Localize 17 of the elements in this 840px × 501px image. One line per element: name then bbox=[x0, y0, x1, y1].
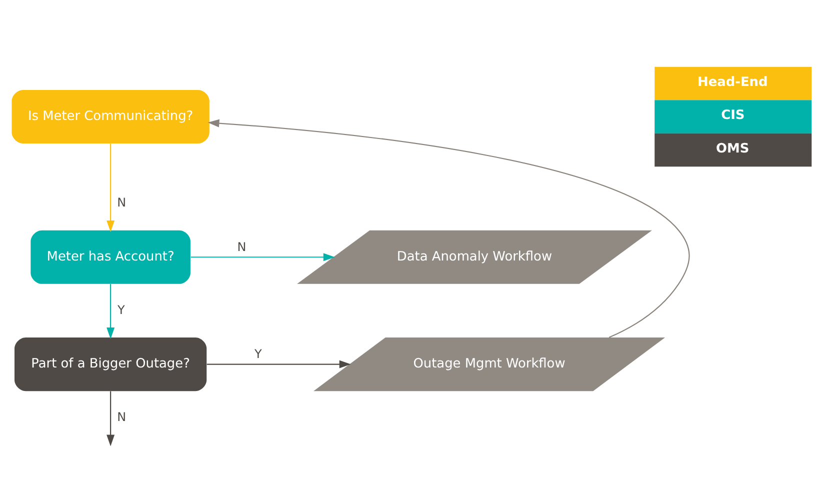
node-box: Part of a Bigger Outage? bbox=[14, 337, 207, 391]
edge-label: N bbox=[117, 195, 126, 210]
legend-label: OMS bbox=[716, 140, 750, 156]
arrow bbox=[190, 252, 335, 261]
arrow bbox=[208, 118, 690, 338]
edge-label: N bbox=[237, 240, 246, 254]
arrow bbox=[106, 390, 115, 446]
arrow bbox=[206, 360, 351, 368]
legend-label: CIS bbox=[721, 108, 745, 123]
edge-label: N bbox=[117, 409, 126, 424]
edge-label: Y bbox=[254, 346, 262, 361]
arrow bbox=[106, 143, 115, 232]
legend-label: Head-End bbox=[698, 74, 768, 90]
edge-label: Y bbox=[117, 302, 125, 316]
arrow bbox=[106, 284, 115, 338]
node-box: Meter has Account? bbox=[30, 230, 190, 284]
node-box: Is Meter Communicating? bbox=[12, 89, 210, 144]
